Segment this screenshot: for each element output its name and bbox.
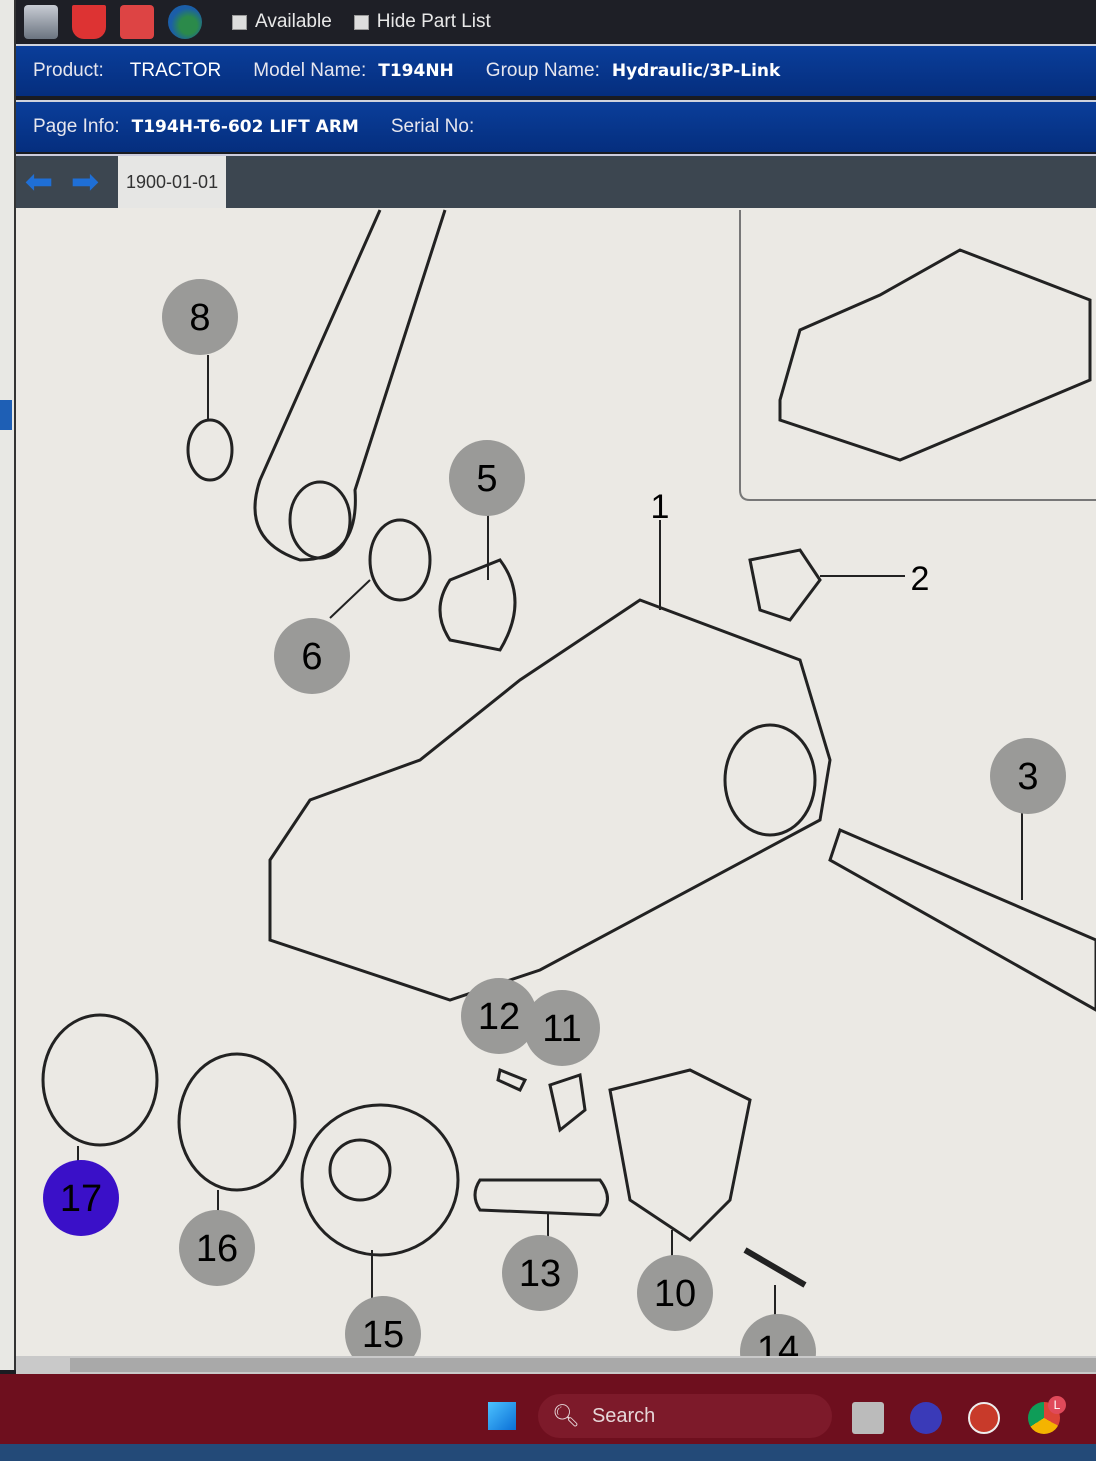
- callout-11[interactable]: 11: [524, 990, 600, 1066]
- svg-text:12: 12: [478, 996, 520, 1038]
- windows-start-icon[interactable]: [486, 1400, 518, 1432]
- product-value: TRACTOR: [129, 60, 222, 81]
- washer-11: [548, 1073, 587, 1133]
- plug-2: [748, 548, 822, 622]
- back-arrow-icon[interactable]: ⬅: [24, 163, 54, 201]
- meet-icon[interactable]: [910, 1402, 942, 1434]
- info-bar-2: Page Info:T194H-T6-602 LIFT ARM Serial N…: [16, 100, 1096, 152]
- seal-6: [368, 518, 432, 602]
- bracket-10: [608, 1068, 752, 1242]
- info-bar-1: Product:TRACTOR Model Name:T194NH Group …: [16, 44, 1096, 96]
- svg-text:8: 8: [189, 297, 210, 339]
- svg-text:13: 13: [519, 1253, 561, 1295]
- callout-14[interactable]: 14: [740, 1314, 816, 1358]
- pin-13: [473, 1178, 609, 1217]
- svg-text:16: 16: [196, 1228, 238, 1270]
- label-1: 1: [651, 488, 670, 526]
- pin-14: [743, 1247, 807, 1288]
- callout-5[interactable]: 5: [449, 440, 525, 516]
- group-value: Hydraulic/3P-Link: [611, 61, 781, 81]
- qa-icon[interactable]: [168, 5, 202, 39]
- model-value: T194NH: [378, 61, 454, 81]
- svg-text:11: 11: [542, 1008, 581, 1050]
- horizontal-scrollbar[interactable]: [16, 1356, 1096, 1374]
- date-tab[interactable]: 1900-01-01: [118, 156, 227, 208]
- callout-6[interactable]: 6: [274, 618, 350, 694]
- taskbar-search[interactable]: 🔍︎Search: [538, 1394, 832, 1438]
- circlip-8: [186, 418, 234, 482]
- bushing-5: [438, 558, 517, 652]
- callout-17[interactable]: 17: [43, 1160, 119, 1236]
- left-panel-edge: [0, 0, 16, 1370]
- svg-text:3: 3: [1017, 756, 1038, 798]
- callout-16[interactable]: 16: [179, 1210, 255, 1286]
- piston-15: [300, 1103, 460, 1257]
- available-checkbox[interactable]: Available: [232, 11, 332, 33]
- callout-12[interactable]: 12: [461, 978, 537, 1054]
- parts-list-icon[interactable]: [120, 5, 154, 39]
- forward-arrow-icon[interactable]: ➡: [70, 163, 100, 201]
- callout-13[interactable]: 13: [502, 1235, 578, 1311]
- svg-text:15: 15: [362, 1314, 404, 1356]
- inset-housing: [778, 248, 1092, 462]
- taskbar: 🔍︎Search L: [0, 1374, 1096, 1444]
- housing-1: [268, 598, 832, 1002]
- svg-text:5: 5: [476, 458, 497, 500]
- task-view-icon[interactable]: [852, 1402, 884, 1434]
- callout-15[interactable]: 15: [345, 1296, 421, 1358]
- inset-frame: [739, 210, 1096, 501]
- page-value: T194H-T6-602 LIFT ARM: [131, 117, 359, 137]
- selected-row[interactable]: [0, 400, 12, 430]
- svg-text:17: 17: [60, 1178, 102, 1220]
- callout-3[interactable]: 3: [990, 738, 1066, 814]
- svg-text:10: 10: [654, 1273, 696, 1315]
- nav-bar: ⬅ ➡ 1900-01-01: [16, 154, 1096, 208]
- remote-desktop-icon[interactable]: [968, 1402, 1000, 1434]
- shaft-3: [828, 827, 1096, 1012]
- svg-text:6: 6: [301, 636, 322, 678]
- callout-10[interactable]: 10: [637, 1255, 713, 1331]
- cart-icon[interactable]: [72, 5, 106, 39]
- printer-icon[interactable]: [24, 5, 58, 39]
- hide-part-list-checkbox[interactable]: Hide Part List: [353, 11, 491, 33]
- svg-text:14: 14: [757, 1329, 799, 1358]
- bolt-12: [496, 1067, 528, 1092]
- callout-8[interactable]: 8: [162, 279, 238, 355]
- lift-arm: [253, 209, 447, 562]
- screen-bezel: [0, 1444, 1096, 1461]
- search-icon: 🔍︎: [552, 1403, 580, 1428]
- toolbar: Available Hide Part List: [16, 0, 1096, 44]
- scrollbar-thumb[interactable]: [70, 1358, 1096, 1372]
- chrome-badge: L: [1048, 1396, 1066, 1414]
- label-2: 2: [911, 560, 930, 598]
- parts-diagram[interactable]: 8 5 6 3 12 11 17 16 13 10 15 14 1 2: [16, 208, 1096, 1358]
- ring-16: [177, 1052, 297, 1192]
- oring-17: [41, 1013, 159, 1147]
